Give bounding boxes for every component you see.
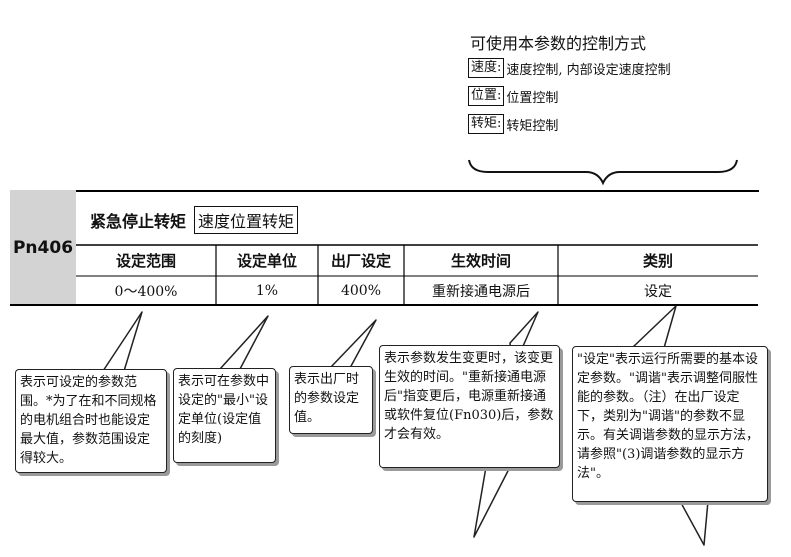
callout-setting-range: 表示可设定的参数范围。*为了在和不同规格的电机组合时也能设定最大值，参数范围设定… bbox=[15, 369, 167, 473]
parameter-control-modes: 速度位置转矩 bbox=[194, 206, 299, 234]
value-category: 设定 bbox=[644, 284, 672, 300]
legend-tag-position: 位置: bbox=[468, 86, 505, 106]
callout-effective-time: 表示参数发生变更时，该变更生效的时间。"重新接通电源后"指变更后，电源重新接通或… bbox=[379, 345, 560, 468]
header-setting-unit: 设定单位 bbox=[236, 251, 297, 270]
legend-row-speed: 速度: 速度控制, 内部设定速度控制 bbox=[468, 58, 671, 78]
parameter-number: Pn406 bbox=[10, 190, 76, 305]
legend-text-position: 位置控制 bbox=[506, 90, 559, 106]
value-setting-range: 0～400% bbox=[114, 284, 178, 300]
value-factory-setting: 400% bbox=[340, 283, 382, 299]
legend-row-torque: 转矩: 转矩控制 bbox=[468, 114, 558, 134]
legend-text-torque: 转矩控制 bbox=[506, 118, 559, 134]
legend-tag-torque: 转矩: bbox=[468, 114, 505, 134]
header-factory-setting: 出厂设定 bbox=[330, 251, 391, 270]
header-effective-time: 生效时间 bbox=[450, 251, 511, 270]
callout-factory-setting: 表示出厂时的参数设定值。 bbox=[289, 366, 373, 434]
header-setting-range: 设定范围 bbox=[115, 251, 176, 270]
header-category: 类别 bbox=[642, 251, 673, 270]
legend-tag-speed: 速度: bbox=[468, 58, 505, 78]
control-mode-legend-title: 可使用本参数的控制方式 bbox=[470, 34, 647, 53]
parameter-name: 紧急停止转矩 bbox=[90, 212, 187, 231]
legend-brace bbox=[468, 159, 738, 186]
callout-category: "设定"表示运行所需要的基本设定参数。"调谐"表示调整伺服性能的参数。（注）在出… bbox=[572, 346, 768, 502]
legend-row-position: 位置: 位置控制 bbox=[468, 86, 558, 106]
legend-text-speed: 速度控制, 内部设定速度控制 bbox=[506, 62, 671, 78]
value-setting-unit: 1% bbox=[255, 283, 279, 299]
callout-setting-unit: 表示可在参数中设定的"最小"设定单位(设定值的刻度) bbox=[173, 368, 276, 463]
value-effective-time: 重新接通电源后 bbox=[432, 284, 530, 300]
parameter-name-row: 紧急停止转矩 速度位置转矩 bbox=[76, 190, 759, 247]
